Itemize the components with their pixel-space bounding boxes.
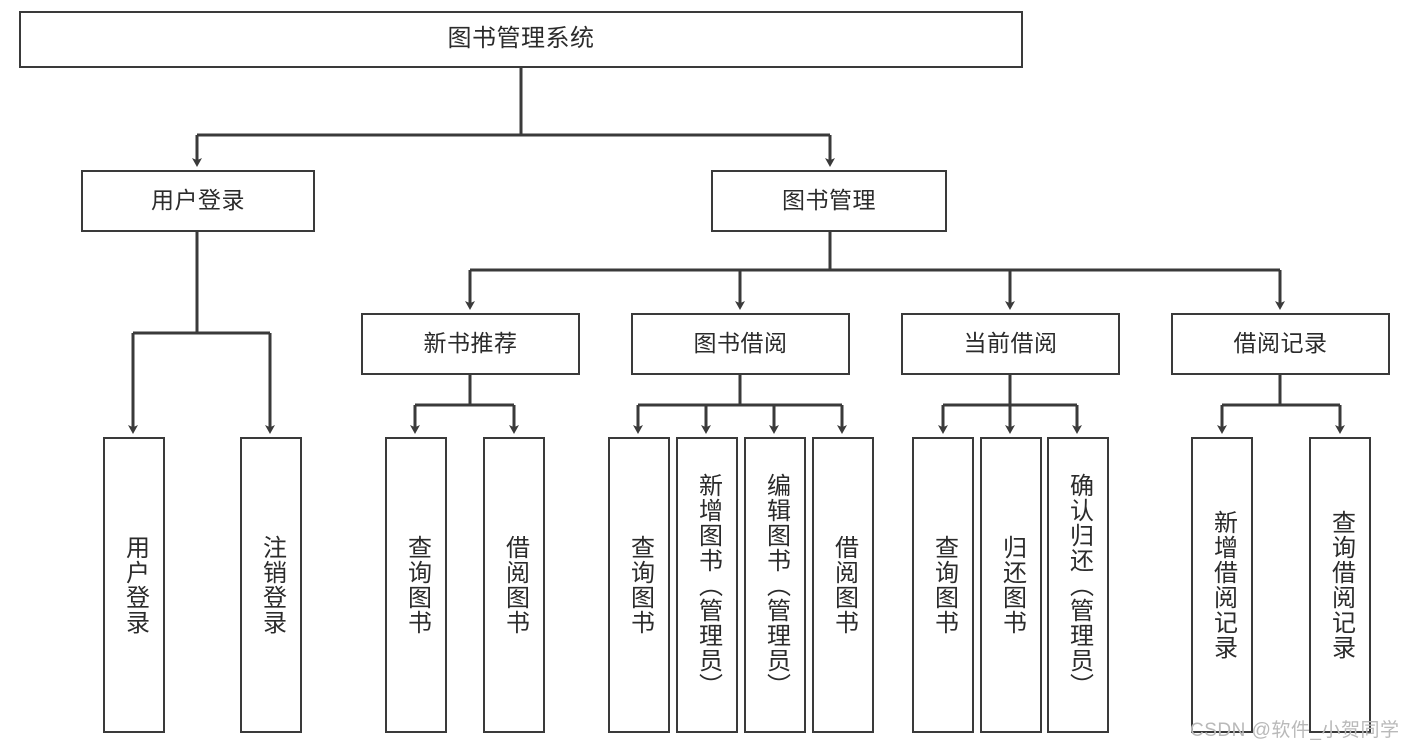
node-label: 新书推荐 xyxy=(423,330,518,357)
node-label: 确认归还（管理员） xyxy=(1065,472,1093,698)
node-label: 借阅记录 xyxy=(1233,330,1328,357)
leaf-book-borrow-add-book[interactable]: 新增图书（管理员） xyxy=(676,437,738,733)
leaf-borrow-record-add-record[interactable]: 新增借阅记录 xyxy=(1191,437,1253,733)
leaf-user-login-login[interactable]: 用户登录 xyxy=(103,437,165,733)
leaf-new-book-query-book[interactable]: 查询图书 xyxy=(385,437,447,733)
leaf-current-borrow-confirm-return[interactable]: 确认归还（管理员） xyxy=(1047,437,1109,733)
leaf-current-borrow-return-book[interactable]: 归还图书 xyxy=(980,437,1042,733)
node-label: 图书管理系统 xyxy=(447,25,595,53)
node-label: 当前借阅 xyxy=(963,330,1058,357)
node-label: 查询图书 xyxy=(626,535,654,635)
node-new-book-recommend[interactable]: 新书推荐 xyxy=(361,313,580,375)
node-label: 图书管理 xyxy=(782,187,876,214)
node-borrow-record[interactable]: 借阅记录 xyxy=(1171,313,1390,375)
node-label: 查询图书 xyxy=(403,535,431,635)
leaf-book-borrow-borrow-book[interactable]: 借阅图书 xyxy=(812,437,874,733)
node-label: 查询图书 xyxy=(930,535,958,635)
csdn-watermark: CSDN @软件_小贺同学 xyxy=(1190,720,1400,741)
node-label: 用户登录 xyxy=(121,535,149,635)
leaf-borrow-record-query-record[interactable]: 查询借阅记录 xyxy=(1309,437,1371,733)
leaf-user-login-logout[interactable]: 注销登录 xyxy=(240,437,302,733)
node-label: 借阅图书 xyxy=(501,535,529,635)
node-label: 图书借阅 xyxy=(693,330,788,357)
leaf-new-book-borrow-book[interactable]: 借阅图书 xyxy=(483,437,545,733)
node-user-login[interactable]: 用户登录 xyxy=(81,170,315,232)
node-book-management[interactable]: 图书管理 xyxy=(711,170,947,232)
node-label: 用户登录 xyxy=(151,187,245,214)
node-label: 编辑图书（管理员） xyxy=(762,472,790,698)
node-book-management-system[interactable]: 图书管理系统 xyxy=(19,11,1023,68)
node-label: 查询借阅记录 xyxy=(1327,510,1355,660)
leaf-book-borrow-query-book[interactable]: 查询图书 xyxy=(608,437,670,733)
node-label: 借阅图书 xyxy=(830,535,858,635)
node-label: 归还图书 xyxy=(998,535,1026,635)
node-book-borrow[interactable]: 图书借阅 xyxy=(631,313,850,375)
leaf-current-borrow-query-book[interactable]: 查询图书 xyxy=(912,437,974,733)
node-label: 注销登录 xyxy=(258,535,286,635)
node-label: 新增图书（管理员） xyxy=(694,472,722,698)
node-label: 新增借阅记录 xyxy=(1209,510,1237,660)
node-current-borrow[interactable]: 当前借阅 xyxy=(901,313,1120,375)
leaf-book-borrow-edit-book[interactable]: 编辑图书（管理员） xyxy=(744,437,806,733)
